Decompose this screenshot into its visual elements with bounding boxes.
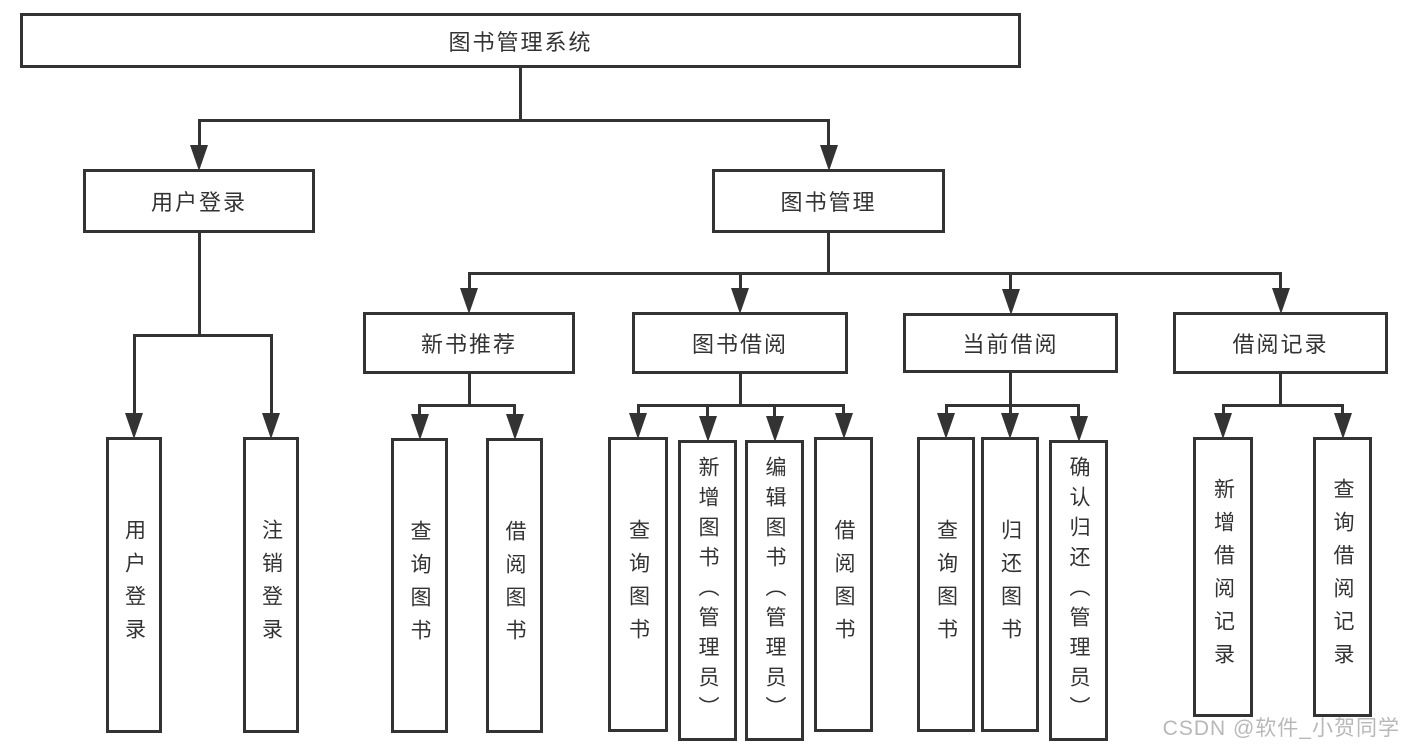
node-query-borrow-record: 查询借阅记录	[1313, 437, 1372, 717]
node-label: 新书推荐	[420, 332, 517, 357]
connector-line-vertical	[827, 120, 830, 149]
node-query-books-borrow: 查询图书	[608, 437, 668, 732]
node-label: 查询图书	[408, 519, 431, 652]
arrowhead-down-icon	[262, 413, 280, 439]
node-edit-books-admin: 编辑图书（管理员）	[745, 440, 804, 741]
connector-line-vertical	[467, 273, 471, 292]
arrowhead-down-icon	[629, 413, 647, 439]
arrowhead-down-icon	[731, 288, 749, 314]
node-book-management: 图书管理	[712, 169, 945, 233]
node-borrowing-records: 借阅记录	[1173, 312, 1388, 374]
arrowhead-down-icon	[505, 414, 524, 440]
connector-line-vertical	[1221, 405, 1225, 417]
node-user-login: 用户登录	[106, 437, 162, 733]
node-label: 归还图书	[998, 518, 1022, 651]
connector-line-vertical	[197, 120, 201, 149]
node-return-books: 归还图书	[981, 437, 1039, 732]
node-new-book-recommend: 新书推荐	[363, 312, 575, 374]
node-label: 图书管理系统	[448, 29, 593, 55]
arrowhead-down-icon	[819, 145, 838, 171]
arrowhead-down-icon	[1214, 413, 1232, 439]
connector-line-vertical	[1279, 273, 1282, 292]
connector-line-vertical	[1077, 405, 1080, 420]
arrowhead-down-icon	[460, 288, 478, 314]
node-label: 借阅图书	[503, 519, 526, 652]
connector-line-vertical	[773, 405, 776, 420]
arrowhead-down-icon	[698, 416, 717, 442]
node-label: 查询图书	[934, 518, 958, 651]
node-label: 查询图书	[626, 518, 650, 651]
node-book-borrowing: 图书借阅	[632, 312, 848, 374]
node-label: 新增图书（管理员）	[696, 455, 719, 726]
connector-line-horizontal	[467, 271, 1282, 275]
connector-line-vertical	[197, 233, 201, 335]
connector-line-vertical	[467, 374, 471, 405]
node-add-borrow-record: 新增借阅记录	[1193, 437, 1253, 717]
arrowhead-down-icon	[1271, 288, 1290, 314]
connector-line-horizontal	[418, 403, 516, 407]
connector-line-horizontal	[944, 403, 1080, 407]
arrowhead-down-icon	[125, 413, 143, 439]
node-current-borrowing: 当前借阅	[903, 313, 1118, 373]
node-confirm-return-admin: 确认归还（管理员）	[1049, 440, 1108, 741]
connector-line-horizontal	[636, 403, 845, 407]
connector-line-vertical	[513, 405, 516, 418]
connector-line-vertical	[738, 374, 742, 405]
arrowhead-down-icon	[1333, 413, 1352, 439]
connector-line-vertical	[706, 405, 709, 420]
node-label: 借阅图书	[832, 518, 855, 651]
node-logout-login: 注销登录	[243, 437, 299, 733]
node-borrow-books-borrow: 借阅图书	[814, 437, 873, 732]
node-borrow-books-new: 借阅图书	[486, 438, 543, 733]
node-label: 当前借阅	[962, 332, 1059, 357]
node-user-login-group: 用户登录	[83, 169, 315, 233]
node-root: 图书管理系统	[20, 13, 1021, 68]
connector-line-vertical	[1008, 405, 1012, 417]
connector-line-vertical	[738, 273, 742, 292]
node-label: 注销登录	[259, 519, 283, 651]
node-query-books-new: 查询图书	[391, 438, 448, 733]
connector-line-vertical	[842, 405, 845, 417]
connector-line-vertical	[636, 405, 640, 417]
arrowhead-down-icon	[765, 416, 784, 442]
node-label: 借阅记录	[1232, 332, 1329, 357]
connector-line-vertical	[132, 335, 136, 417]
arrowhead-down-icon	[410, 414, 429, 440]
node-label: 用户登录	[150, 190, 247, 215]
node-label: 图书借阅	[691, 332, 788, 357]
connector-line-vertical	[269, 335, 273, 417]
node-add-books-admin: 新增图书（管理员）	[678, 440, 737, 741]
node-label: 用户登录	[122, 519, 146, 651]
connector-line-vertical	[1341, 405, 1344, 417]
node-label: 编辑图书（管理员）	[763, 455, 786, 726]
arrowhead-down-icon	[834, 413, 853, 439]
arrowhead-down-icon	[190, 145, 208, 171]
connector-line-vertical	[519, 68, 522, 120]
connector-line-horizontal	[197, 118, 830, 122]
connector-line-vertical	[944, 405, 948, 417]
connector-line-vertical	[827, 233, 830, 273]
node-label: 确认归还（管理员）	[1067, 455, 1090, 726]
connector-line-vertical	[418, 405, 421, 418]
node-label: 新增借阅记录	[1211, 478, 1235, 676]
connector-line-vertical	[1279, 374, 1282, 405]
arrowhead-down-icon	[1001, 289, 1020, 315]
node-query-books-current: 查询图书	[917, 437, 975, 732]
connector-line-horizontal	[132, 333, 273, 337]
arrowhead-down-icon	[1001, 413, 1019, 439]
node-label: 查询借阅记录	[1331, 478, 1354, 676]
node-label: 图书管理	[780, 190, 877, 215]
connector-line-vertical	[1009, 273, 1012, 293]
connector-line-horizontal	[1221, 403, 1344, 407]
arrowhead-down-icon	[937, 413, 955, 439]
connector-line-vertical	[1009, 373, 1012, 405]
arrowhead-down-icon	[1069, 416, 1088, 442]
watermark: CSDN @软件_小贺同学	[1162, 717, 1400, 740]
